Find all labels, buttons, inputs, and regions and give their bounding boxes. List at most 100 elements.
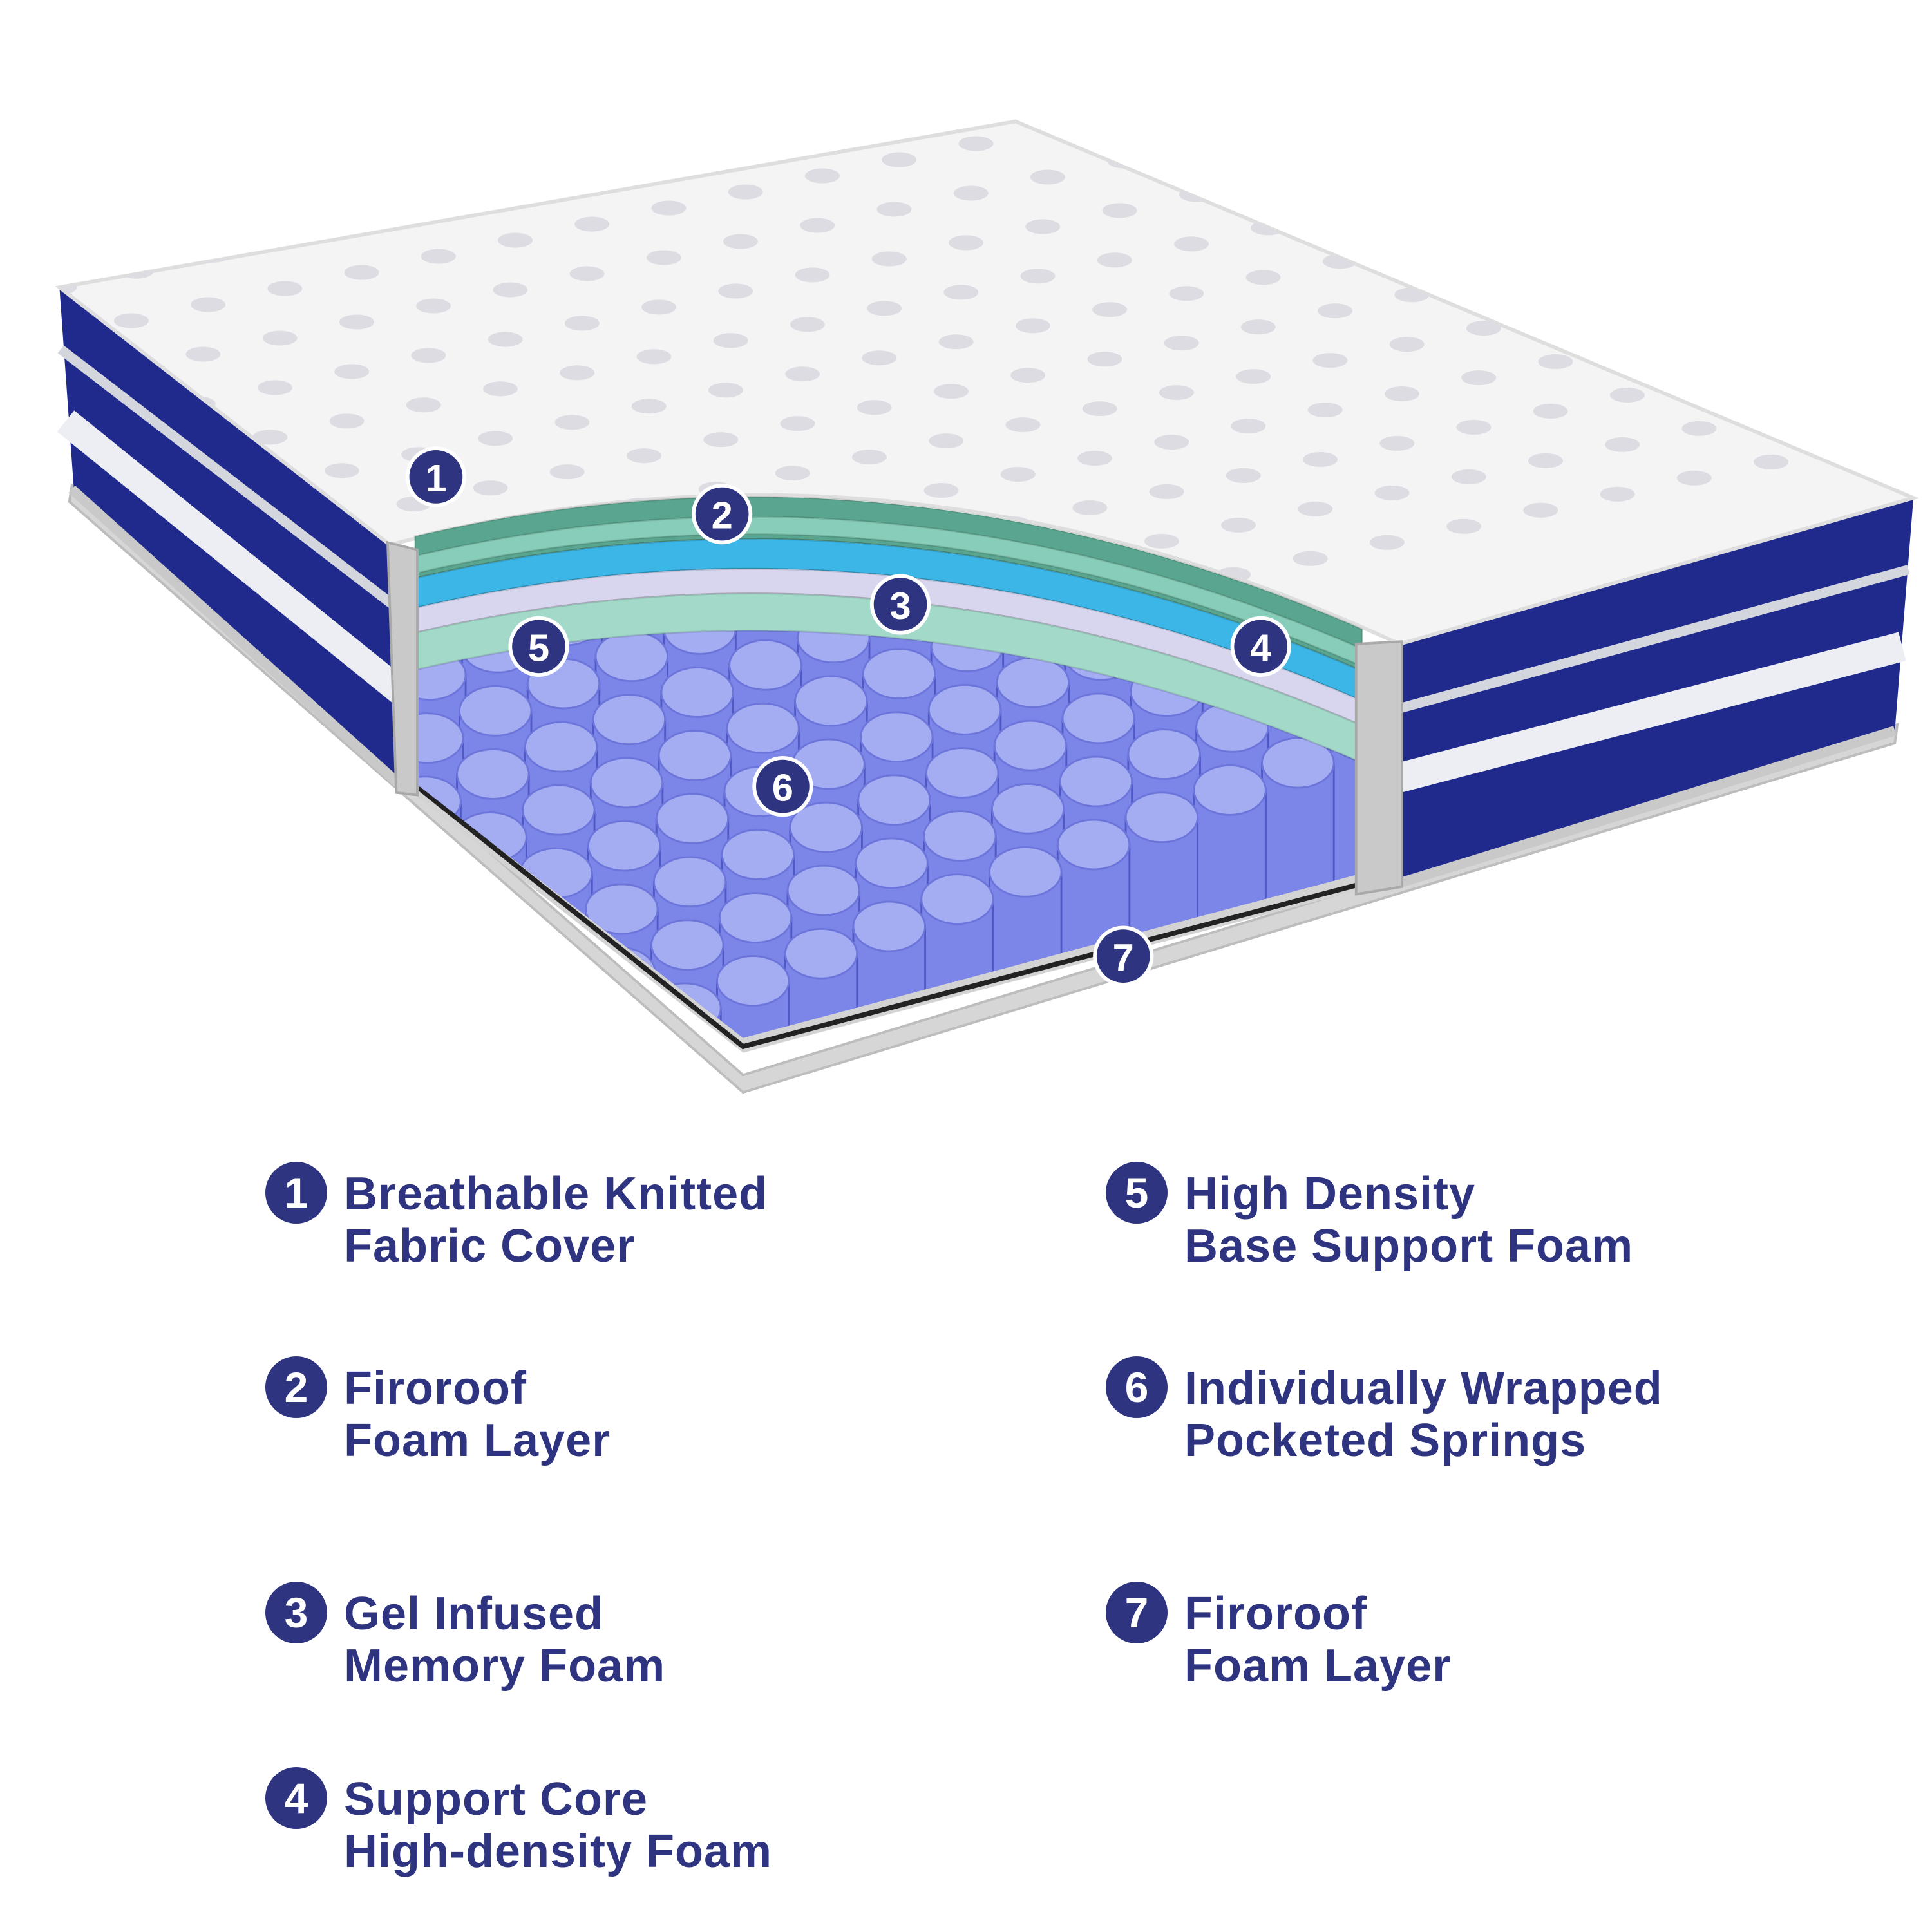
spring-pocket <box>58 660 130 895</box>
quilt-tuft <box>1154 435 1189 450</box>
quilt-tuft <box>636 349 672 365</box>
quilt-tuft <box>1338 105 1372 120</box>
quilt-tuft <box>1394 287 1430 303</box>
quilt-tuft <box>1265 72 1300 87</box>
legend-label-line1: High Density <box>1184 1168 1476 1220</box>
quilt-tuft <box>800 218 835 233</box>
quilt-tuft <box>852 450 887 465</box>
quilt-tuft <box>1610 387 1645 402</box>
quilt-tuft <box>815 70 849 84</box>
quilt-tuft <box>478 431 513 446</box>
quilt-tuft <box>1072 500 1108 515</box>
quilt-tuft <box>1451 469 1486 484</box>
quilt-tuft <box>882 152 917 167</box>
quilt-tuft <box>1379 435 1415 451</box>
legend-label-line2: Fabric Cover <box>344 1220 636 1272</box>
quilt-tuft <box>1476 222 1511 237</box>
quilt-tuft <box>651 200 687 216</box>
quilt-tuft <box>1307 402 1343 418</box>
quilt-tuft <box>129 164 164 180</box>
quilt-tuft <box>411 348 446 363</box>
svg-text:3: 3 <box>889 584 911 627</box>
quilt-tuft <box>1676 470 1712 486</box>
base-trim <box>68 483 1899 1094</box>
quilt-tuft <box>1298 501 1333 516</box>
quilt-tuft <box>1399 238 1434 253</box>
quilt-tuft <box>958 136 994 151</box>
quilt-tuft <box>862 350 897 366</box>
quilt-tuft <box>728 184 763 200</box>
quilt-tuft <box>0 197 10 212</box>
svg-text:4: 4 <box>1250 626 1271 669</box>
quilt-tuft <box>1015 318 1050 334</box>
legend-item: 7 Firoroof Foam Layer <box>1106 1582 1451 1692</box>
quilt-tuft <box>708 383 743 398</box>
quilt-tuft <box>554 415 590 430</box>
svg-text:2: 2 <box>712 494 733 537</box>
quilt-tuft <box>1092 302 1127 317</box>
quilt-tuft <box>344 265 379 280</box>
legend-label-line1: Support Core <box>344 1774 648 1825</box>
legend-number-badge: 2 <box>265 1356 327 1418</box>
quilt-tuft <box>1260 121 1296 137</box>
quilt-tuft <box>277 182 312 197</box>
callout-badge-3: 3 <box>869 574 931 635</box>
quilt-tuft <box>349 215 384 231</box>
quilt-tuft <box>421 249 456 264</box>
quilt-tuft <box>507 133 543 149</box>
quilt-tuft <box>267 281 303 296</box>
quilt-tuft <box>493 282 528 298</box>
quilt-tuft <box>416 298 451 314</box>
quilt-tuft <box>1303 451 1338 467</box>
quilt-tuft <box>1169 286 1204 301</box>
quilt-tuft <box>1600 486 1635 502</box>
quilt-tuft <box>805 168 840 184</box>
legend-item: 3 Gel Infused Memory Foam <box>265 1582 665 1692</box>
quilt-tuft <box>1102 203 1137 218</box>
callout-badge-7: 7 <box>1093 925 1154 987</box>
legend-label-line1: Gel Infused <box>344 1588 604 1640</box>
quilt-tuft <box>1245 270 1281 285</box>
quilt-tuft <box>1097 252 1132 268</box>
quilt-tuft <box>1312 353 1348 368</box>
quilt-tuft <box>1548 255 1583 270</box>
legend-label-line2: Base Support Foam <box>1184 1220 1634 1272</box>
quilt-tuft <box>1020 269 1056 284</box>
legend-label: Firoroof Foam Layer <box>344 1363 611 1467</box>
callout-badge-4: 4 <box>1230 616 1291 677</box>
legend-label-line1: Breathable Knitted <box>344 1168 768 1220</box>
legend-label-line2: Foam Layer <box>344 1415 611 1466</box>
spring-pocket <box>415 838 459 1038</box>
quilt-tuft <box>191 297 225 312</box>
legend-number-badge: 4 <box>265 1767 327 1829</box>
quilt-tuft <box>646 250 681 265</box>
quilt-tuft <box>502 183 538 198</box>
quilt-tuft <box>1077 451 1112 466</box>
svg-text:5: 5 <box>528 626 549 669</box>
legend-number-badge: 1 <box>265 1162 327 1224</box>
quilt-tuft <box>1763 355 1799 370</box>
spring-pocket <box>1193 764 1267 1001</box>
quilt-tuft <box>1174 236 1209 252</box>
quilt-tuft <box>1907 422 1914 437</box>
quilt-tuft <box>1332 155 1368 170</box>
quilt-tuft <box>1293 551 1328 566</box>
quilt-tuft <box>1533 403 1568 419</box>
quilt-tuft <box>1082 401 1117 417</box>
quilt-tuft <box>406 397 441 413</box>
spring-pocket <box>61 597 133 832</box>
quilt-tuft <box>488 332 523 347</box>
quilt-tuft <box>743 36 778 51</box>
quilt-tuft <box>1035 121 1070 135</box>
quilt-tuft <box>1025 219 1061 234</box>
quilt-tuft <box>124 214 159 229</box>
quilt-tuft <box>329 413 365 429</box>
quilt-tuft <box>1691 322 1727 337</box>
quilt-tuft <box>1251 220 1286 236</box>
quilt-tuft <box>1144 533 1179 549</box>
spring-pocket <box>1124 791 1199 1028</box>
quilt-tuft <box>426 199 461 214</box>
quilt-tuft <box>359 121 394 131</box>
quilt-tuft <box>1122 5 1157 20</box>
